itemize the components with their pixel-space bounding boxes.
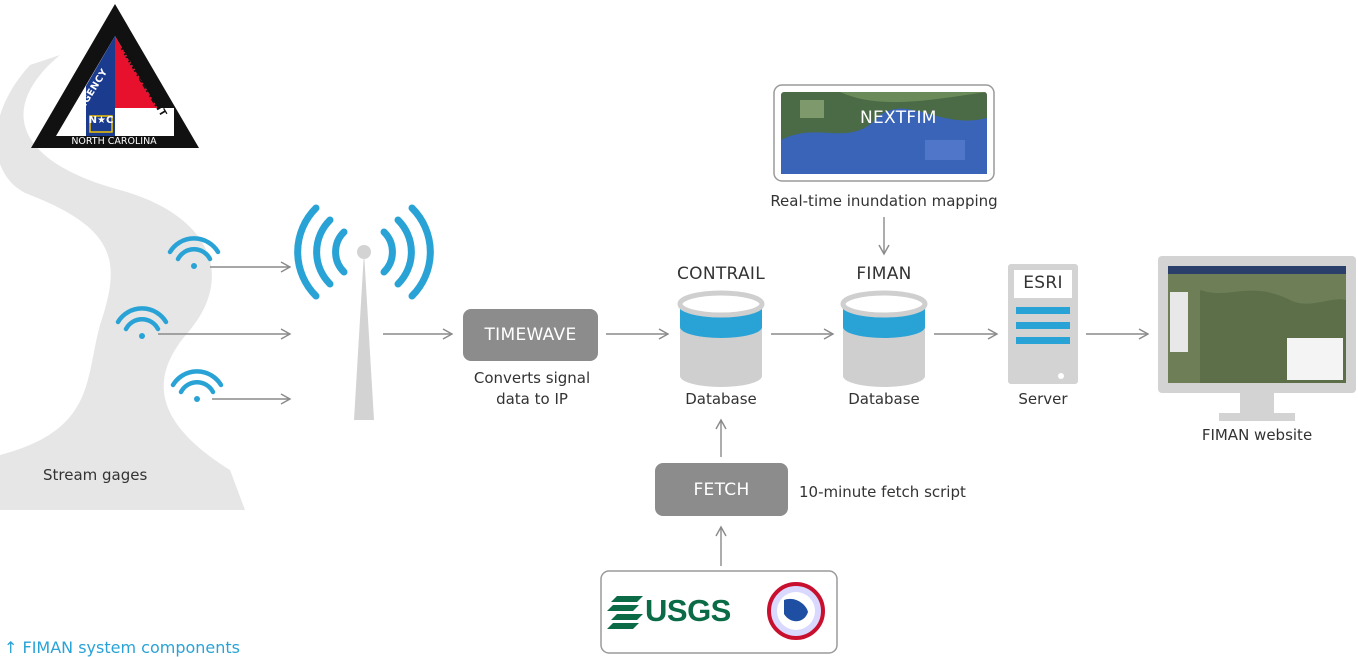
monitor-icon <box>1158 256 1356 421</box>
logo-bottom-text: NORTH CAROLINA <box>71 136 157 147</box>
fiman-db-title: FIMAN <box>856 264 912 284</box>
nextfim-caption: Real-time inundation mapping <box>770 192 998 210</box>
radio-tower-icon <box>294 204 434 420</box>
nextfim-label: NEXTFIM <box>860 108 937 128</box>
nws-seal-logo <box>767 582 825 640</box>
fetch-box: FETCH <box>655 463 788 516</box>
timewave-caption-line2: data to IP <box>496 390 568 408</box>
nextfim-map-thumbnail <box>773 84 995 182</box>
usgs-wave-logo <box>607 596 643 629</box>
timewave-box: TIMEWAVE <box>463 309 598 361</box>
timewave-caption-line1: Converts signal <box>473 369 591 387</box>
esri-label: ESRI <box>1023 273 1063 293</box>
river-shape <box>0 55 245 510</box>
figure-caption: ↑ FIMAN system components <box>4 638 240 657</box>
wifi-icon-gage-2 <box>115 306 169 339</box>
logo-flag-text: N★C <box>88 115 114 126</box>
contrail-database-icon <box>677 290 765 387</box>
esri-server-icon <box>1008 264 1078 384</box>
contrail-caption: Database <box>685 390 757 408</box>
contrail-title: CONTRAIL <box>677 264 765 284</box>
emergency-management-logo <box>31 4 199 148</box>
fiman-db-caption: Database <box>848 390 920 408</box>
website-caption: FIMAN website <box>1201 426 1313 444</box>
usgs-wordmark: USGS <box>645 593 731 628</box>
fetch-caption: 10-minute fetch script <box>799 483 966 501</box>
fiman-database-icon <box>840 290 928 387</box>
server-caption: Server <box>1018 390 1068 408</box>
wifi-icon-gage-1 <box>167 236 221 269</box>
data-sources-box <box>600 570 838 654</box>
wifi-icon-gage-3 <box>170 369 224 402</box>
stream-gages-label: Stream gages <box>43 466 148 484</box>
